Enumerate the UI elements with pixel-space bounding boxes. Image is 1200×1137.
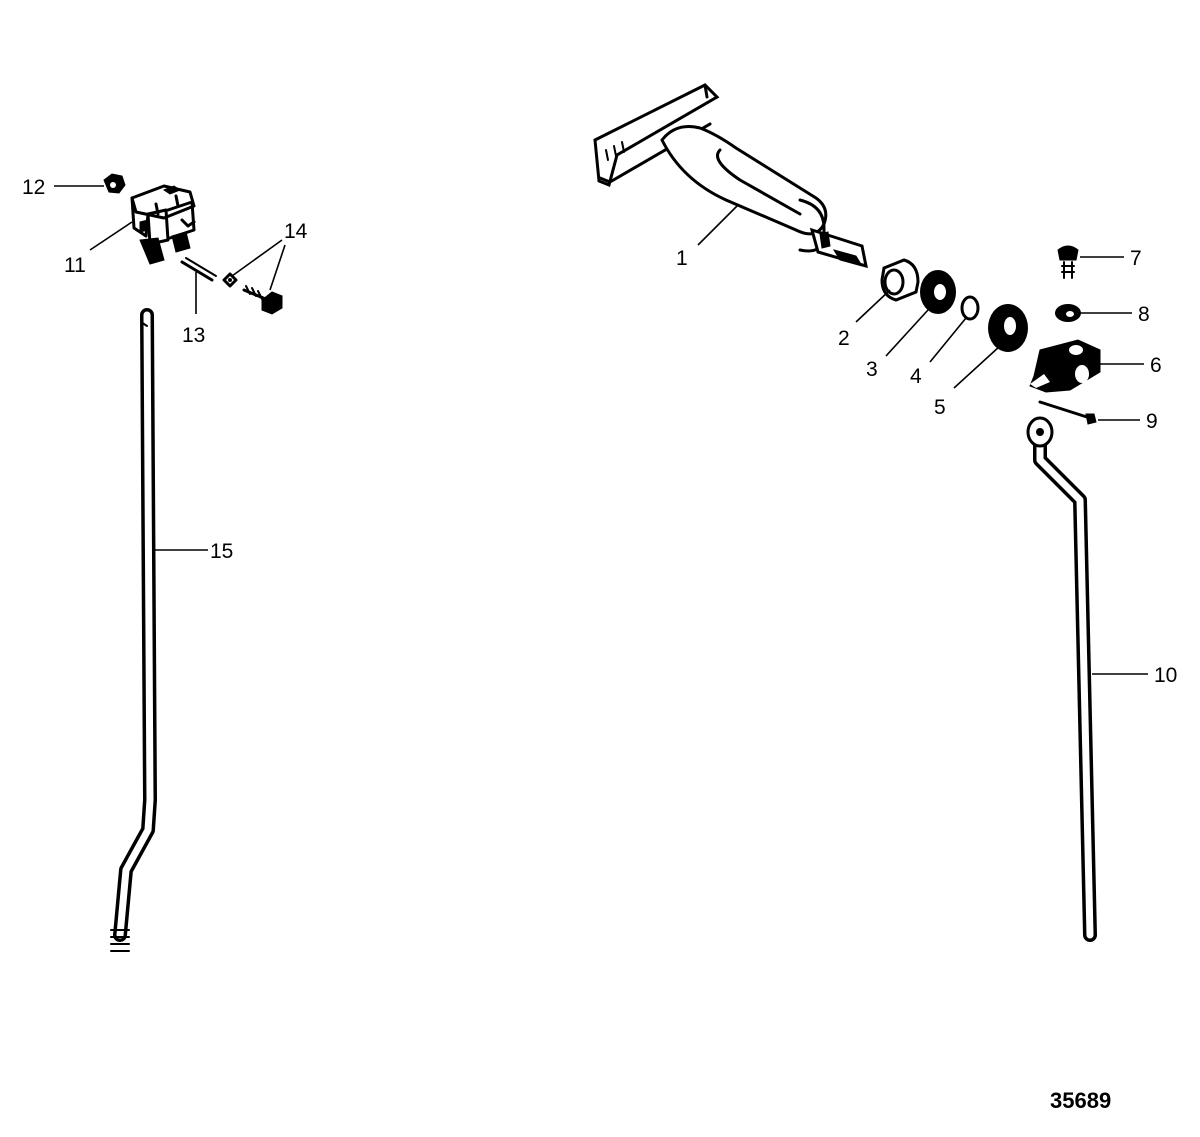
part-7-screw [1057, 245, 1079, 279]
part-11-bracket [130, 184, 196, 265]
callout-14: 14 [284, 220, 308, 243]
leader-14a [231, 239, 283, 277]
callout-5: 5 [934, 396, 946, 419]
part-5-washer [988, 304, 1028, 352]
part-12-nut [103, 173, 126, 194]
callout-2: 2 [838, 327, 850, 350]
callout-9: 9 [1146, 410, 1158, 433]
callout-1: 1 [676, 247, 688, 270]
leader-11 [89, 221, 133, 251]
figure-id: 35689 [1050, 1088, 1111, 1113]
part-10-rod [1026, 416, 1097, 942]
leader-14b [269, 244, 286, 291]
callout-labels: 1 2 3 4 5 6 7 8 9 10 11 12 13 14 15 [22, 176, 1177, 687]
callout-7: 7 [1130, 247, 1142, 270]
callout-6: 6 [1150, 354, 1162, 377]
callout-8: 8 [1138, 303, 1150, 326]
part-1-shift-handle [593, 83, 868, 269]
leader-5 [953, 345, 1001, 389]
callout-12: 12 [22, 176, 45, 199]
leader-lines [54, 185, 1148, 675]
part-9-pin [1038, 400, 1097, 425]
callout-13: 13 [182, 324, 205, 347]
leader-2 [855, 289, 891, 323]
part-13-pin [180, 257, 217, 282]
part-8-lock-washer [1055, 304, 1081, 322]
part-14-washer-bolt [222, 272, 283, 315]
callout-10: 10 [1154, 664, 1177, 687]
leader-1 [697, 204, 739, 246]
part-3-washer [920, 270, 956, 314]
callout-15: 15 [210, 540, 233, 563]
leader-4 [929, 317, 967, 363]
callout-11: 11 [64, 254, 86, 277]
leader-3 [885, 309, 929, 357]
part-2-bushing [880, 258, 920, 302]
callout-4: 4 [910, 365, 922, 388]
part-15-rod [110, 308, 157, 952]
part-6-shift-lever [1029, 339, 1101, 393]
callout-3: 3 [866, 358, 878, 381]
part-4-o-ring [960, 295, 980, 321]
